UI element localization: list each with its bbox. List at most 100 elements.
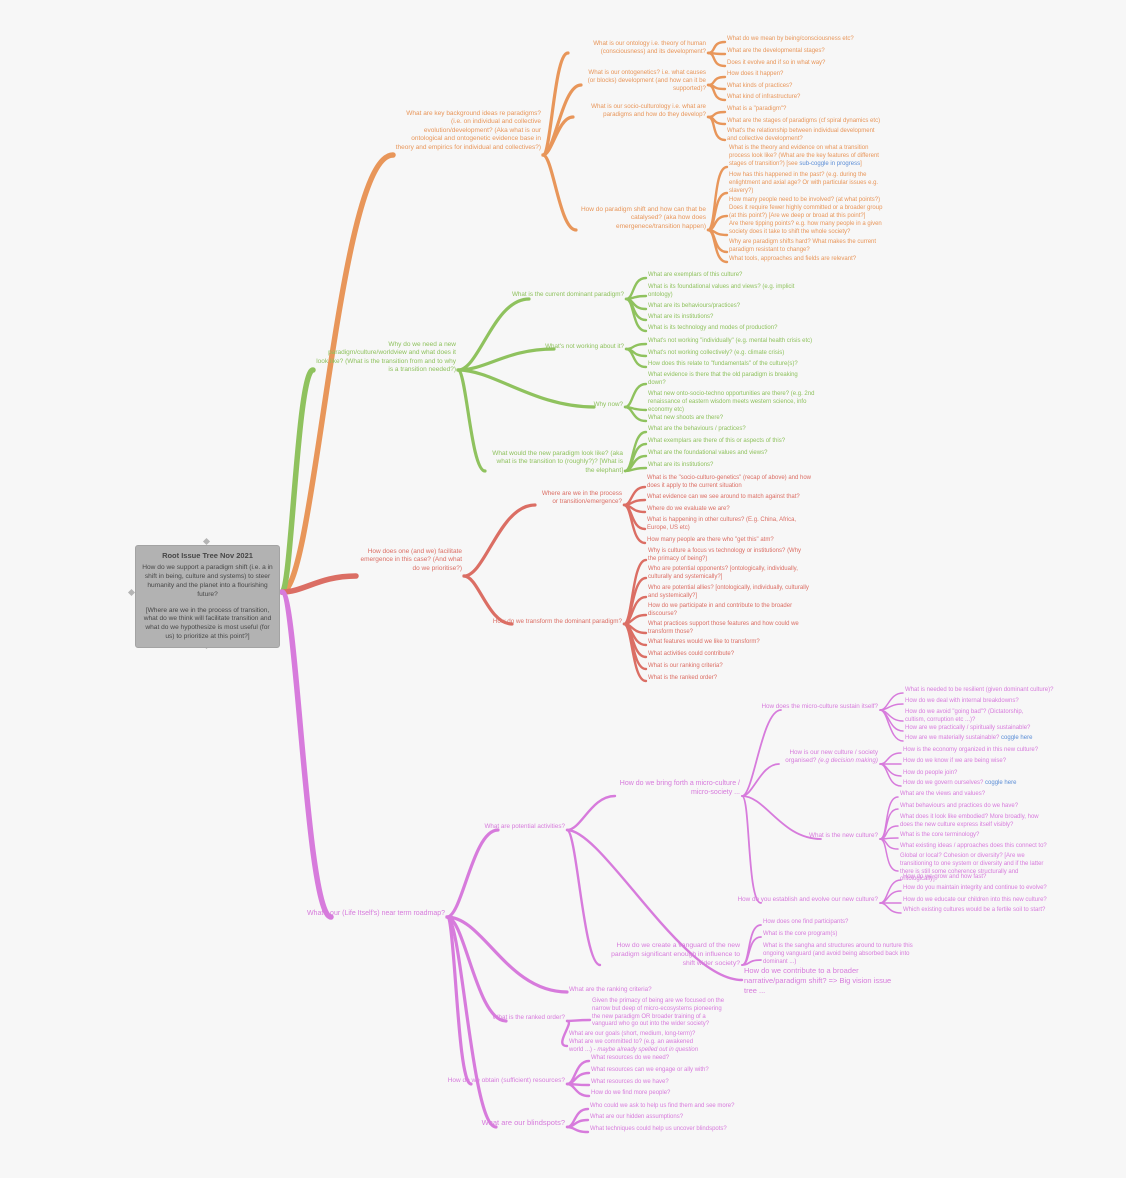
node-o[interactable]: What are key background ideas re paradig… <box>395 110 541 152</box>
node-r1a[interactable]: What is the "socio-culturo-genetics" (re… <box>647 475 819 491</box>
node-p1[interactable]: What are potential activities? <box>484 823 565 831</box>
node-p1ba[interactable]: How does one find participants? <box>763 919 848 927</box>
node-p3[interactable]: What is the ranked order? <box>493 1014 565 1022</box>
node-r2[interactable]: How do we transform the dominant paradig… <box>493 618 622 626</box>
node-r1e[interactable]: How many people are there who "get this"… <box>647 537 774 545</box>
node-p1a1b[interactable]: How do we deal with internal breakdowns? <box>905 698 1019 706</box>
node-g4d[interactable]: What are its institutions? <box>648 462 713 470</box>
node-p1bb[interactable]: What is the core program(s) <box>763 931 837 939</box>
node-p1c[interactable]: How do we contribute to a broader narrat… <box>744 966 894 995</box>
node-p[interactable]: What's our (Life Itself's) near term roa… <box>307 909 445 918</box>
node-r2c[interactable]: Who are potential allies? [ontologically… <box>648 585 812 601</box>
node-p1a2[interactable]: How is our new culture / society organis… <box>781 749 878 765</box>
node-link[interactable]: coggle here <box>985 780 1017 786</box>
node-g1b[interactable]: What is its foundational values and view… <box>648 284 808 300</box>
node-g1d[interactable]: What are its institutions? <box>648 314 713 322</box>
node-r2i[interactable]: What is the ranked order? <box>648 675 717 683</box>
node-p1a4d[interactable]: Which existing cultures would be a ferti… <box>903 907 1045 915</box>
node-r1c[interactable]: Where do we evaluate we are? <box>647 506 730 514</box>
node-p4[interactable]: How do we obtain (sufficient) resources? <box>448 1077 565 1085</box>
node-g4a[interactable]: What are the behaviours / practices? <box>648 426 746 434</box>
node-g4[interactable]: What would the new paradigm look like? (… <box>487 450 623 475</box>
node-p1bc[interactable]: What is the sangha and structures around… <box>763 943 921 966</box>
node-p1a2d[interactable]: How do we govern ourselves? coggle here <box>903 780 1016 788</box>
node-g2a[interactable]: What's not working "individually" (e.g. … <box>648 338 812 346</box>
node-p1a3a[interactable]: What are the views and values? <box>900 791 985 799</box>
node-g3[interactable]: Why now? <box>594 401 623 409</box>
node-g2[interactable]: What's not working about it? <box>545 343 624 351</box>
node-p5a[interactable]: Who could we ask to help us find them an… <box>590 1103 734 1111</box>
node-g1[interactable]: What is the current dominant paradigm? <box>512 291 624 299</box>
root-node[interactable]: Root Issue Tree Nov 2021 How do we suppo… <box>135 545 280 649</box>
node-o3a[interactable]: What is a "paradigm"? <box>727 106 786 114</box>
node-o4a[interactable]: What is the theory and evidence on what … <box>729 145 883 168</box>
node-link[interactable]: sub-coggle in progress <box>799 160 861 167</box>
node-o1c[interactable]: Does it evolve and if so in what way? <box>727 60 825 68</box>
node-r1d[interactable]: What is happening in other cultures? (E.… <box>647 517 797 533</box>
node-p1a4[interactable]: How do you establish and evolve our new … <box>738 896 878 904</box>
node-p1a[interactable]: How do we bring forth a micro-culture / … <box>617 779 740 797</box>
node-o4c[interactable]: How many people need to be involved? (at… <box>729 197 891 220</box>
node-p1a4a[interactable]: How do we grow and how fast? <box>903 874 986 882</box>
node-o2b[interactable]: What kinds of practices? <box>727 83 792 91</box>
node-r2f[interactable]: What features would we like to transform… <box>648 639 760 647</box>
node-o4b[interactable]: How has this happened in the past? (e.g.… <box>729 172 879 195</box>
node-o1[interactable]: What is our ontology i.e. theory of huma… <box>570 40 706 56</box>
node-r2a[interactable]: Why is culture a focus vs technology or … <box>648 548 808 564</box>
node-p1a1a[interactable]: What is needed to be resilient (given do… <box>905 687 1053 695</box>
node-p4d[interactable]: How do we find more people? <box>591 1090 670 1098</box>
node-p2[interactable]: What are the ranking criteria? <box>569 986 652 994</box>
node-r2b[interactable]: Who are potential opponents? [ontologica… <box>648 566 808 582</box>
node-r2d[interactable]: How do we participate in and contribute … <box>648 603 808 619</box>
node-o2[interactable]: What is our ontogenetics? i.e. what caus… <box>583 69 706 93</box>
node-p5b[interactable]: What are our hidden assumptions? <box>590 1114 683 1122</box>
node-p1a3f[interactable]: Global or local? Cohesion or diversity? … <box>900 853 1054 884</box>
node-p1b[interactable]: How do we create a vanguard of the new p… <box>602 942 740 968</box>
node-g4b[interactable]: What exemplars are there of this or aspe… <box>648 438 785 446</box>
node-link[interactable]: coggle here <box>1001 735 1033 741</box>
node-g1c[interactable]: What are its behaviours/practices? <box>648 303 740 311</box>
node-o3[interactable]: What is our socio-culturology i.e. what … <box>575 103 706 119</box>
node-p1a4b[interactable]: How do you maintain integrity and contin… <box>903 885 1047 893</box>
node-r2g[interactable]: What activities could contribute? <box>648 651 734 659</box>
node-p1a2b[interactable]: How do we know if we are being wise? <box>903 758 1006 766</box>
node-g4c[interactable]: What are the foundational values and vie… <box>648 450 767 458</box>
node-g3b[interactable]: What new onto-socio-techno opportunities… <box>648 391 816 414</box>
node-p1a3c[interactable]: What does it look like embodied? More br… <box>900 814 1052 830</box>
node-p1a3b[interactable]: What behaviours and practices do we have… <box>900 803 1018 811</box>
node-o2c[interactable]: What kind of infrastructure? <box>727 94 800 102</box>
node-o4e[interactable]: Why are paradigm shifts hard? What makes… <box>729 239 879 255</box>
node-p1a3[interactable]: What is the new culture? <box>809 832 878 840</box>
node-p1a1e[interactable]: How are we materially sustainable? coggl… <box>905 735 1032 743</box>
node-p5[interactable]: What are our blindspots? <box>482 1118 565 1128</box>
node-p1a4c[interactable]: How do we educate our children into this… <box>903 897 1047 905</box>
node-r[interactable]: How does one (and we) facilitate emergen… <box>358 548 462 573</box>
node-p1a3d[interactable]: What is the core terminology? <box>900 832 979 840</box>
node-g3a[interactable]: What evidence is there that the old para… <box>648 372 810 388</box>
node-g1a[interactable]: What are exemplars of this culture? <box>648 272 742 280</box>
node-p4c[interactable]: What resources do we have? <box>591 1079 669 1087</box>
node-p3b[interactable]: What are our goals (short, medium, long-… <box>569 1031 704 1054</box>
node-g1e[interactable]: What is its technology and modes of prod… <box>648 325 777 333</box>
node-p1a3e[interactable]: What existing ideas / approaches does th… <box>900 843 1047 851</box>
node-r2h[interactable]: What is our ranking criteria? <box>648 663 723 671</box>
node-o4f[interactable]: What tools, approaches and fields are re… <box>729 256 856 264</box>
node-r1[interactable]: Where are we in the process or transitio… <box>537 490 622 506</box>
node-g[interactable]: Why do we need a new paradigm/culture/wo… <box>315 341 456 375</box>
node-g2c[interactable]: How does this relate to "fundamentals" o… <box>648 361 798 369</box>
node-o3c[interactable]: What's the relationship between individu… <box>727 128 879 144</box>
node-g2b[interactable]: What's not working collectively? (e.g. c… <box>648 350 784 358</box>
node-g3c[interactable]: What new shoots are there? <box>648 415 723 423</box>
node-o4[interactable]: How do paradigm shift and how can that b… <box>578 206 706 231</box>
node-r2e[interactable]: What practices support those features an… <box>648 621 808 637</box>
node-p3a[interactable]: Given the primacy of being are we focuse… <box>592 998 727 1029</box>
node-r1b[interactable]: What evidence can we see around to match… <box>647 494 800 502</box>
node-p1a1[interactable]: How does the micro-culture sustain itsel… <box>761 703 878 711</box>
node-p1a2a[interactable]: How is the economy organized in this new… <box>903 747 1038 755</box>
node-p1a1d[interactable]: How are we practically / spiritually sus… <box>905 725 1030 733</box>
node-o2a[interactable]: How does it happen? <box>727 71 783 79</box>
node-o3b[interactable]: What are the stages of paradigms (cf spi… <box>727 118 880 126</box>
node-p5c[interactable]: What techniques could help us uncover bl… <box>590 1126 727 1134</box>
node-p1a2c[interactable]: How do people join? <box>903 770 957 778</box>
node-o4d[interactable]: Are there tipping points? e.g. how many … <box>729 221 883 237</box>
